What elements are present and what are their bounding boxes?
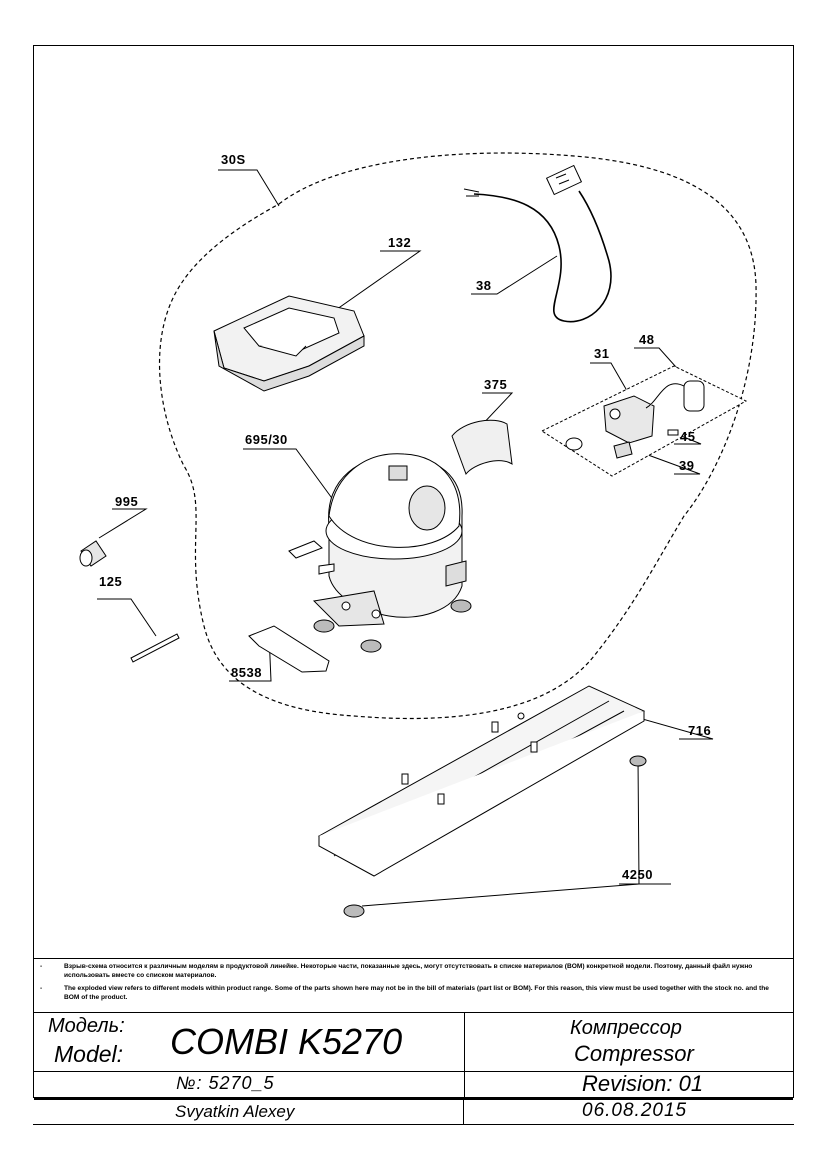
- callout-695-30: 695/30: [245, 432, 288, 447]
- date: 06.08.2015: [582, 1100, 688, 1121]
- notes-section: - Взрыв-схема относится к различным моде…: [34, 958, 793, 1001]
- divider-row2: [34, 1099, 793, 1100]
- title-block: Модель: Model: COMBI K5270 Компрессор Co…: [34, 1012, 793, 1100]
- starter-relay-panel: [540, 365, 748, 477]
- note-bullet: -: [40, 985, 43, 992]
- part-375-pad: [451, 419, 513, 476]
- part-125-pin: [130, 633, 180, 663]
- rubber-grommets: [313, 599, 647, 918]
- divider-vertical: [464, 1013, 465, 1099]
- author-divider: [463, 1098, 464, 1124]
- leader-31: [590, 362, 631, 397]
- callout-716: 716: [688, 723, 712, 738]
- callout-45: 45: [680, 429, 696, 444]
- assembly-boundary: [158, 152, 757, 720]
- drawing-sheet: 30S 132 38 31 48 375 45 39 695/30 995 12…: [33, 45, 794, 1100]
- leader-38: [471, 255, 558, 295]
- callout-48: 48: [639, 332, 655, 347]
- part-name-en: Compressor: [574, 1041, 694, 1066]
- leader-30s: [218, 169, 280, 207]
- revision: Revision: 01: [582, 1071, 704, 1096]
- callout-8538: 8538: [231, 665, 262, 680]
- callout-30s: 30S: [221, 152, 246, 167]
- divider-row3: [34, 1098, 793, 1099]
- callout-4250: 4250: [622, 867, 653, 882]
- part-38-power-cord: [463, 164, 612, 323]
- model-name: COMBI K5270: [170, 1021, 403, 1062]
- part-name-ru: Компрессор: [570, 1017, 682, 1039]
- note-english-text: The exploded view refers to different mo…: [64, 985, 769, 1001]
- leader-4250: [361, 758, 671, 907]
- leader-995: [98, 508, 148, 539]
- callout-31: 31: [594, 346, 610, 361]
- callout-995: 995: [115, 494, 139, 509]
- exploded-view-drawing: [79, 152, 757, 918]
- part-716-mounting-rail: [317, 685, 646, 877]
- leader-48: [634, 347, 685, 377]
- part-695-compressor: [288, 453, 467, 627]
- note-bullet: -: [40, 963, 43, 970]
- callout-38: 38: [476, 278, 492, 293]
- callout-125: 125: [99, 574, 123, 589]
- leader-39: [628, 447, 701, 475]
- part-8538-bracket: [248, 625, 330, 673]
- model-label-ru: Модель:: [48, 1015, 125, 1037]
- model-label-en: Model:: [54, 1041, 124, 1067]
- callout-132: 132: [388, 235, 412, 250]
- divider-row1: [34, 1071, 793, 1072]
- note-russian-text: Взрыв-схема относится к различным моделя…: [64, 963, 753, 979]
- leader-716: [631, 715, 714, 740]
- drawing-number: №: 5270_5: [176, 1073, 275, 1093]
- callout-375: 375: [484, 377, 508, 392]
- leader-125: [97, 598, 157, 637]
- author: Svyatkin Alexey: [175, 1102, 295, 1121]
- part-995-bushing: [79, 540, 107, 567]
- leader-375: [478, 392, 514, 429]
- leader-695: [243, 448, 335, 502]
- part-132-tray: [213, 295, 365, 392]
- leader-45: [673, 432, 702, 445]
- leader-132: [329, 250, 422, 315]
- callout-39: 39: [679, 458, 695, 473]
- bottom-rule: [33, 1124, 794, 1125]
